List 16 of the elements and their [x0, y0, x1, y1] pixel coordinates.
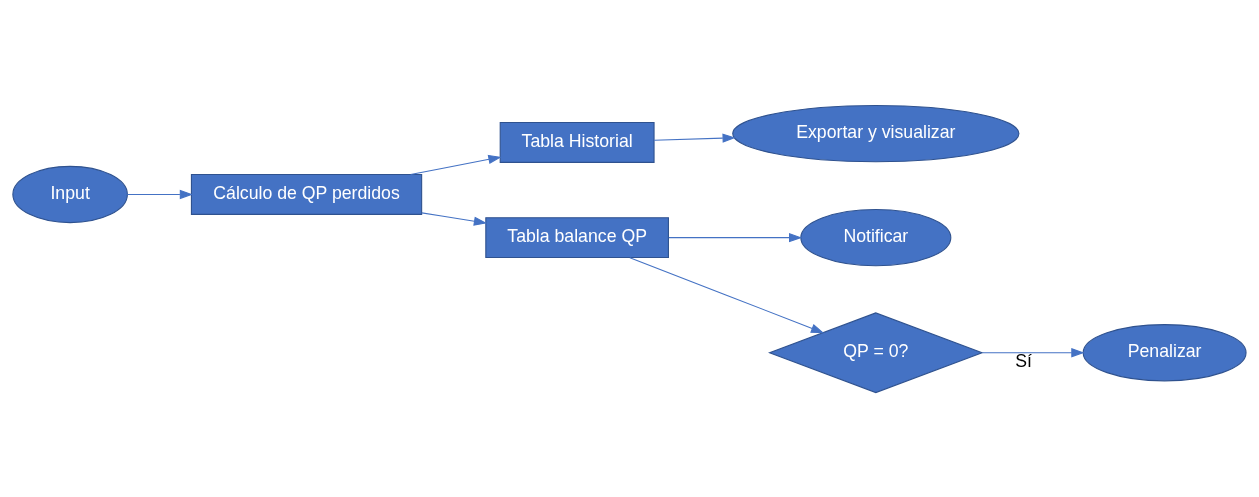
node-box: Tabla Historial — [499, 121, 655, 163]
node-box: Cálculo de QP perdidos — [190, 173, 423, 215]
arrow — [668, 232, 803, 242]
arrow — [981, 347, 1085, 357]
arrow — [421, 211, 488, 226]
node-ellipse: Input — [12, 165, 128, 223]
node-diamond: QP = 0? — [768, 311, 984, 393]
edge-label: Sí — [1015, 350, 1032, 371]
node-ellipse: Exportar y visualizar — [732, 104, 1020, 162]
arrow — [653, 133, 736, 143]
node-ellipse: Penalizar — [1082, 323, 1247, 381]
arrow — [410, 154, 502, 175]
arrow — [629, 256, 825, 333]
arrow — [126, 189, 194, 199]
node-ellipse: Notificar — [800, 208, 952, 266]
node-box: Tabla balance QP — [485, 216, 669, 258]
